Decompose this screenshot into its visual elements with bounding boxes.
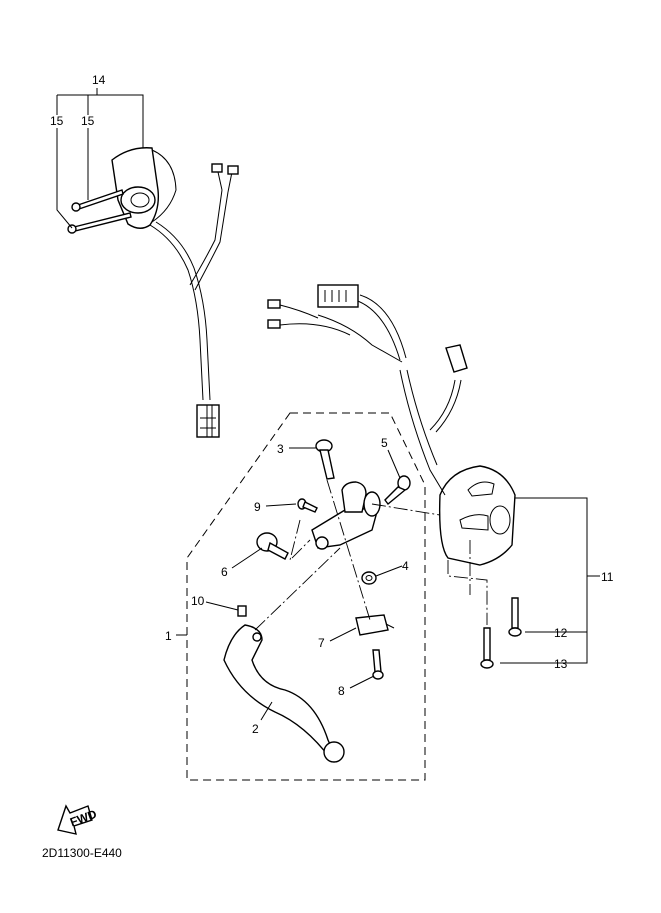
switch-7[interactable] xyxy=(355,614,395,636)
fwd-label: FWD xyxy=(68,807,99,830)
fwd-arrow-icon: FWD xyxy=(57,804,99,835)
callout-2: 2 xyxy=(252,722,259,736)
callout-6: 6 xyxy=(221,565,228,579)
left-handlebar-switch[interactable] xyxy=(111,147,239,438)
bolt-5[interactable] xyxy=(384,475,411,506)
callout-14: 14 xyxy=(92,73,106,87)
screw-9[interactable] xyxy=(297,498,318,513)
bolt-6[interactable] xyxy=(256,532,289,560)
callout-13: 13 xyxy=(554,657,568,671)
callout-15: 15 xyxy=(81,114,95,128)
callout-9: 9 xyxy=(254,500,261,514)
lever-assembly-boundary xyxy=(186,412,426,781)
screw-8[interactable] xyxy=(372,649,384,680)
callout-8: 8 xyxy=(338,684,345,698)
right-handlebar-switch[interactable] xyxy=(267,284,516,566)
nut-4[interactable] xyxy=(361,571,377,585)
screw-15-lower[interactable] xyxy=(67,212,132,234)
drawing-code: 2D11300-E440 xyxy=(42,846,122,860)
callout-7: 7 xyxy=(318,636,325,650)
callout-15: 15 xyxy=(50,114,64,128)
callout-3: 3 xyxy=(277,442,284,456)
screw-12[interactable] xyxy=(508,597,522,637)
bolt-3[interactable] xyxy=(315,439,335,480)
callout-1: 1 xyxy=(165,629,172,643)
bushing-10[interactable] xyxy=(237,605,247,617)
screw-13[interactable] xyxy=(480,627,494,669)
callout-10: 10 xyxy=(191,594,205,608)
lever-holder[interactable] xyxy=(311,481,381,550)
screw-15-upper[interactable] xyxy=(71,189,124,212)
lever-2[interactable] xyxy=(223,624,345,763)
callout-5: 5 xyxy=(381,436,388,450)
callout-12: 12 xyxy=(554,626,568,640)
callout-4: 4 xyxy=(402,559,409,573)
callout-11: 11 xyxy=(601,570,614,584)
